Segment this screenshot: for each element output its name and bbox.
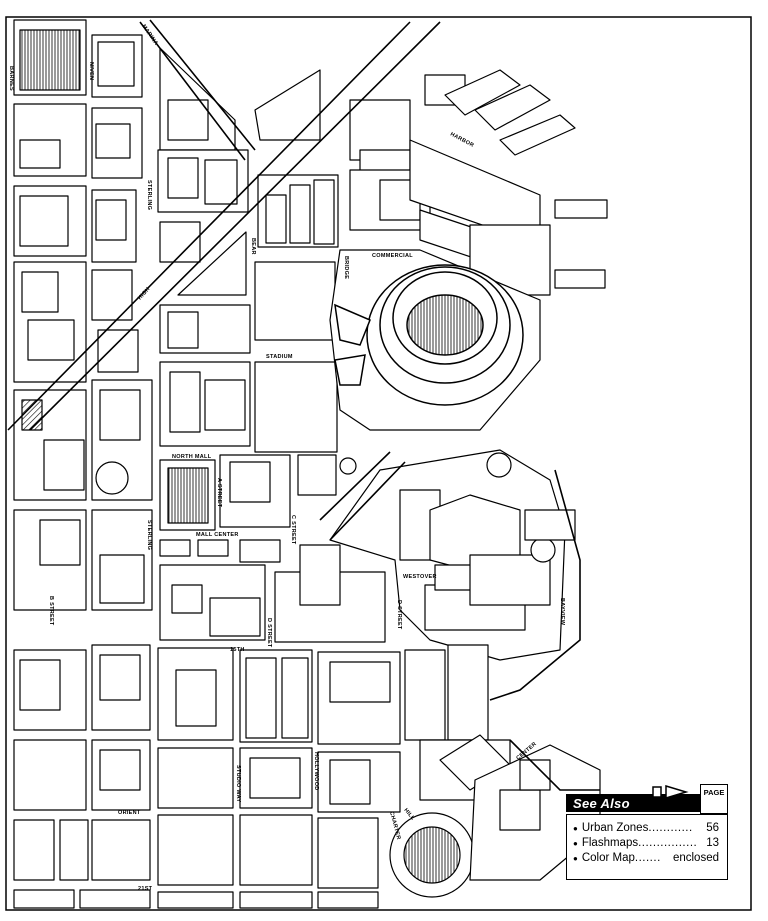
bullet-icon: ●	[573, 839, 578, 848]
street-label-d-street-1: D STREET	[266, 618, 272, 648]
page-label-box: PAGE	[700, 784, 728, 814]
street-label-niven: NIVEN	[88, 62, 94, 80]
see-also-item-label: Urban Zones	[581, 822, 649, 834]
see-also-header: See Also	[566, 794, 716, 812]
see-also-list: ● Urban Zones ............ 56 ● Flashmap…	[566, 814, 728, 880]
page-label: PAGE	[703, 788, 725, 797]
street-label-a-street: A STREET	[216, 478, 222, 508]
see-also-item-page: 13	[706, 837, 719, 849]
city-blocks	[13, 19, 608, 909]
street-label-mall-center: MALL CENTER	[196, 532, 239, 538]
street-label-15th: 15TH	[230, 647, 245, 653]
street-label-c-street: C STREET	[290, 515, 296, 545]
bullet-icon: ●	[573, 854, 578, 863]
see-also-item-page: 56	[706, 822, 719, 834]
street-label-stadium: STADIUM	[266, 354, 293, 360]
street-label-b-street: B STREET	[48, 596, 54, 626]
see-also-title: See Also	[573, 795, 630, 811]
street-label-north-mall: NORTH MALL	[172, 454, 212, 460]
avenues	[7, 19, 600, 791]
leader-dots: .......	[634, 852, 661, 864]
see-also-item[interactable]: ● Flashmaps ................ 13	[573, 836, 719, 851]
street-label-d-street-2: D STREET	[396, 600, 402, 630]
see-also-item[interactable]: ● Color Map ....... enclosed	[573, 851, 719, 866]
see-also-box: See Also PAGE ● Urban Zones ............…	[566, 784, 736, 884]
street-label-barnes: BARNES	[8, 66, 14, 91]
street-label-bear: BEAR	[250, 238, 256, 255]
street-label-sterling-2: STERLING	[146, 520, 152, 550]
leader-dots: ................	[638, 837, 698, 849]
street-label-bayview: BAYVIEW	[559, 598, 565, 626]
stadium	[334, 264, 524, 406]
page-arrow-icon	[652, 785, 689, 799]
leader-dots: ............	[648, 822, 693, 834]
street-label-commercial: COMMERCIAL	[372, 253, 413, 259]
street-label-sterling: STERLING	[146, 180, 152, 210]
street-label-21st: 21ST	[138, 886, 153, 892]
see-also-item-label: Flashmaps	[581, 837, 639, 849]
street-label-orient: ORIENT	[118, 810, 141, 816]
see-also-item[interactable]: ● Urban Zones ............ 56	[573, 821, 719, 836]
see-also-item-page: enclosed	[672, 852, 719, 864]
bullet-icon: ●	[573, 824, 578, 833]
see-also-item-label: Color Map	[581, 852, 635, 864]
street-label-hollywood: HOLLYWOOD	[313, 752, 319, 791]
street-label-bridge: BRIDGE	[343, 256, 349, 279]
street-label-studio-way: STUDIO WAY	[235, 765, 241, 802]
street-label-westover: WESTOVER	[403, 574, 437, 580]
